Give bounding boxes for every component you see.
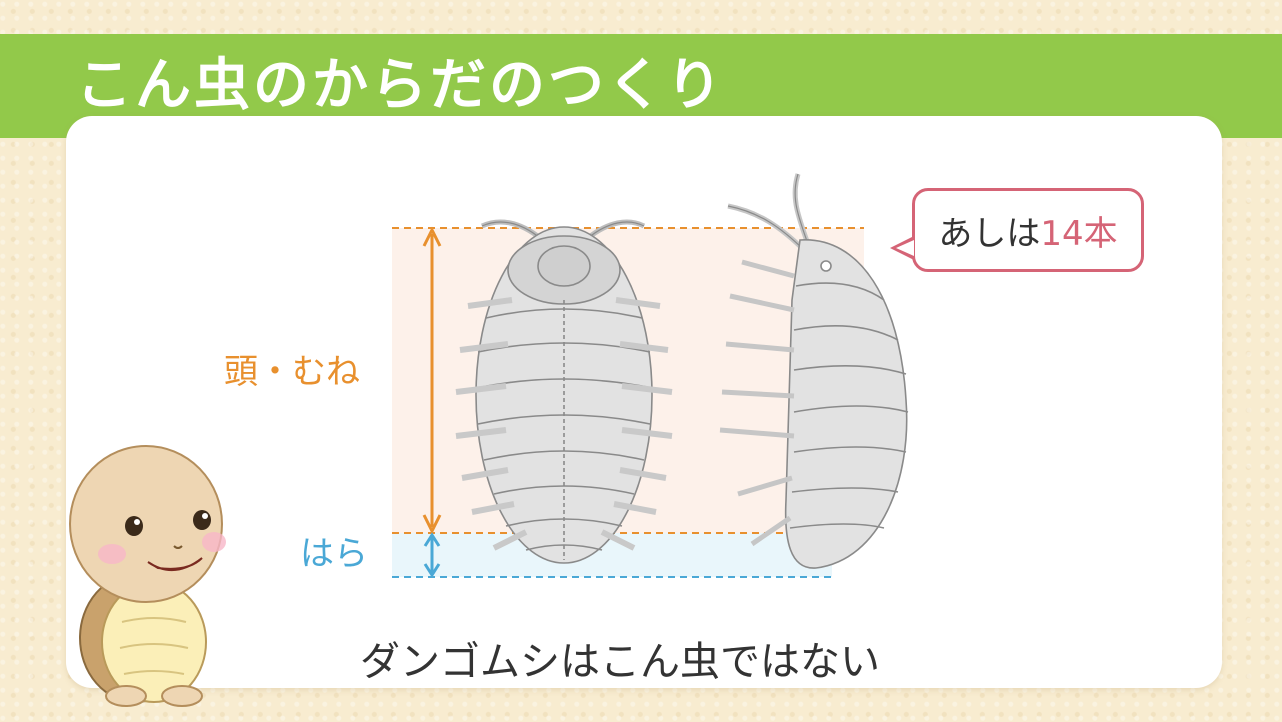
turtle-mascot-icon bbox=[69, 445, 226, 707]
abdomen-arrow bbox=[423, 532, 441, 578]
caption-text: ダンゴムシはこん虫ではない bbox=[360, 639, 880, 685]
abdomen-label: はら bbox=[300, 534, 368, 574]
callout-prefix: あしは bbox=[938, 213, 1041, 254]
head-thorax-label: 頭・むね bbox=[224, 352, 360, 392]
page-title: こん虫のからだのつくり bbox=[76, 53, 725, 118]
pill-bug-side-icon bbox=[719, 173, 909, 569]
head-thorax-arrow bbox=[422, 226, 442, 535]
pill-bug-ventral-icon bbox=[455, 219, 673, 564]
callout-tail-inner bbox=[896, 240, 914, 256]
leg-count-value: 14本 bbox=[1040, 213, 1118, 254]
